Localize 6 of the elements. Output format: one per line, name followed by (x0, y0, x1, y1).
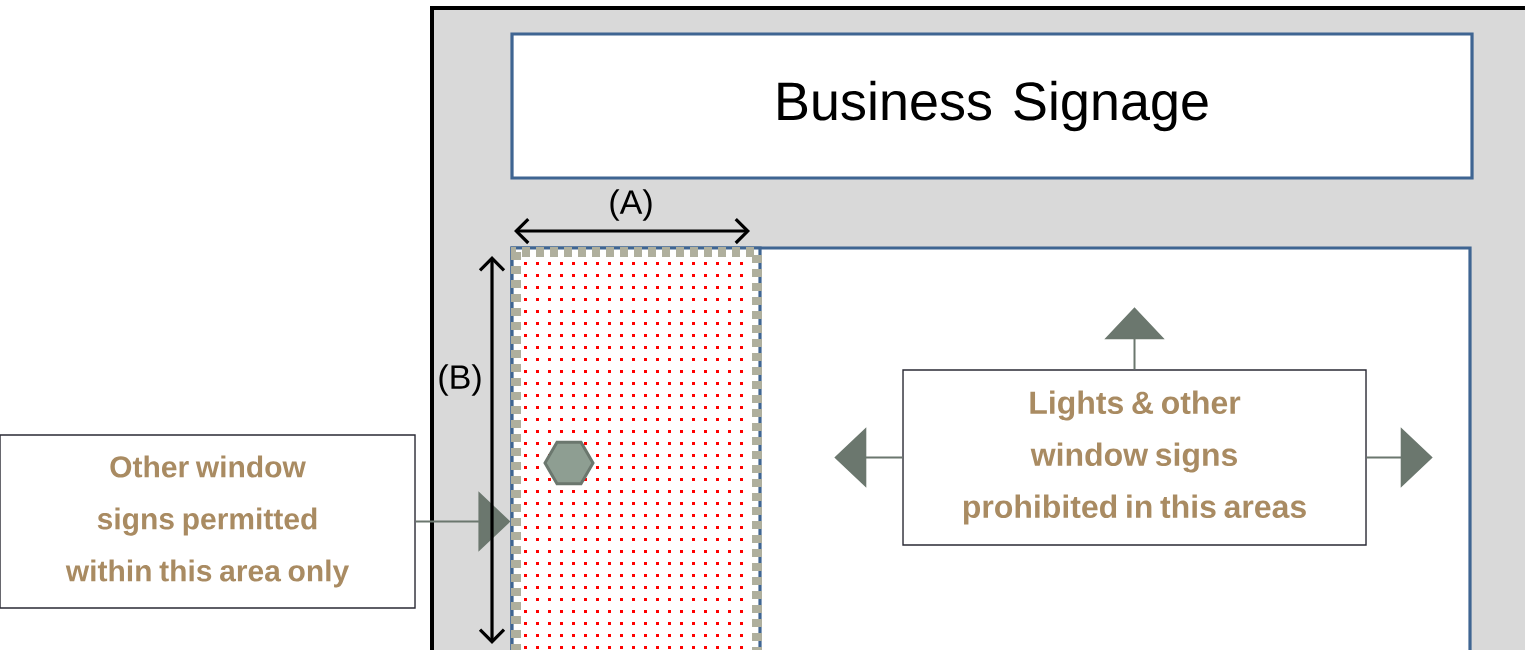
sign-box: Business Signage (510, 32, 1474, 180)
dimension-label: (B) (439, 364, 481, 396)
permitted-window-area (510, 246, 762, 650)
text-box: Lights & other window signs prohibited in this areas (902, 369, 1367, 546)
dimension-label: (A) (610, 189, 652, 221)
text-box: Other window signs permitted within this area only (0, 434, 416, 609)
